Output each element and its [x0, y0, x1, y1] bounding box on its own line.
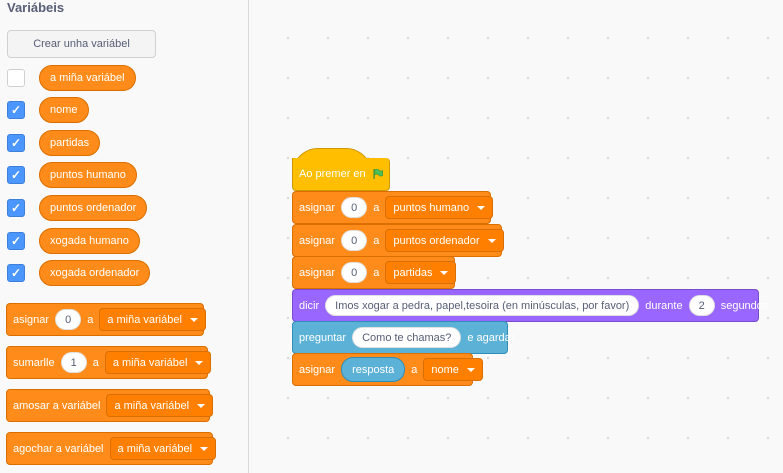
- set-variable-block[interactable]: asignar resposta a nome: [292, 353, 483, 386]
- question-input[interactable]: Como te chamas?: [352, 327, 462, 348]
- palette-hide-variable-block[interactable]: agochar a variábel a miña variábel: [6, 432, 217, 465]
- variable-dropdown[interactable]: a miña variábel: [99, 308, 206, 331]
- caret-down-icon: [200, 446, 209, 451]
- value-input[interactable]: 0: [55, 309, 82, 330]
- set-variable-block[interactable]: asignar 0 a puntos humano: [292, 191, 494, 224]
- dropdown-value: nome: [431, 363, 459, 376]
- green-flag-icon: [373, 168, 383, 179]
- variable-dropdown[interactable]: partidas: [385, 261, 457, 284]
- dropdown-value: puntos ordenador: [393, 234, 480, 247]
- variable-reporter[interactable]: puntos ordenador: [39, 195, 148, 221]
- block-label: a: [87, 313, 94, 326]
- block-label: durante: [645, 299, 683, 312]
- caret-down-icon: [440, 270, 449, 275]
- value-input[interactable]: 0: [341, 230, 368, 251]
- variable-row: ✓ puntos ordenador: [7, 195, 148, 221]
- set-variable-block[interactable]: asignar 0 a puntos ordenador: [292, 224, 504, 257]
- value-input[interactable]: 1: [60, 352, 87, 373]
- block-label: a: [373, 201, 380, 214]
- block-label: amosar a variábel: [13, 399, 101, 412]
- caret-down-icon: [189, 317, 198, 322]
- block-label: segundos: [720, 299, 769, 312]
- dropdown-value: a miña variábel: [107, 313, 182, 326]
- variable-checkbox[interactable]: [7, 69, 25, 87]
- block-label: sumarlle: [13, 356, 55, 369]
- block-label: a: [92, 356, 99, 369]
- ask-and-wait-block[interactable]: preguntar Como te chamas? e agardar: [292, 321, 514, 354]
- category-title: Variábeis: [7, 0, 65, 15]
- variable-reporter[interactable]: xogada humano: [39, 228, 140, 254]
- when-flag-clicked-block[interactable]: Ao premer en: [292, 158, 390, 191]
- variable-dropdown[interactable]: puntos humano: [385, 196, 494, 219]
- variable-row: ✓ nome: [7, 97, 89, 123]
- message-input[interactable]: Imos xogar a pedra, papel,tesoira (en mi…: [325, 295, 640, 316]
- say-for-secs-block[interactable]: dicir Imos xogar a pedra, papel,tesoira …: [292, 289, 768, 322]
- block-label: asignar: [13, 313, 50, 326]
- variable-reporter[interactable]: partidas: [39, 130, 101, 156]
- seconds-input[interactable]: 2: [688, 295, 715, 316]
- variable-checkbox[interactable]: ✓: [7, 166, 25, 184]
- block-label: asignar: [299, 234, 336, 247]
- block-label: agochar a variábel: [13, 442, 104, 455]
- dropdown-value: a miña variábel: [117, 442, 193, 455]
- caret-down-icon: [487, 238, 496, 243]
- variable-dropdown[interactable]: a miña variábel: [109, 437, 217, 460]
- value-input[interactable]: 0: [341, 197, 368, 218]
- palette-show-variable-block[interactable]: amosar a variábel a miña variábel: [6, 389, 214, 422]
- variable-reporter[interactable]: puntos humano: [39, 162, 137, 188]
- block-label: asignar: [299, 363, 336, 376]
- variable-dropdown[interactable]: puntos ordenador: [385, 229, 504, 252]
- block-label: preguntar: [299, 331, 347, 344]
- variable-checkbox[interactable]: ✓: [7, 264, 25, 282]
- block-label: dicir: [299, 299, 320, 312]
- create-variable-button[interactable]: Crear unha variábel: [7, 30, 156, 58]
- variable-checkbox[interactable]: ✓: [7, 101, 25, 119]
- variable-dropdown[interactable]: a miña variábel: [104, 351, 212, 374]
- variable-row: ✓ xogada humano: [7, 228, 140, 254]
- variable-row: a miña variábel: [7, 65, 136, 91]
- caret-down-icon: [195, 360, 204, 365]
- dropdown-value: partidas: [393, 266, 433, 279]
- block-label: asignar: [299, 266, 336, 279]
- block-label: a: [373, 266, 380, 279]
- answer-reporter[interactable]: resposta: [341, 357, 406, 382]
- block-label: a: [411, 363, 418, 376]
- variable-reporter[interactable]: xogada ordenador: [39, 260, 151, 286]
- variable-row: ✓ xogada ordenador: [7, 260, 151, 286]
- variable-dropdown[interactable]: nome: [423, 358, 483, 381]
- set-variable-block[interactable]: asignar 0 a partidas: [292, 256, 457, 289]
- palette-set-variable-block[interactable]: asignar 0 a a miña variábel: [6, 303, 206, 336]
- variable-checkbox[interactable]: ✓: [7, 134, 25, 152]
- caret-down-icon: [477, 205, 486, 210]
- dropdown-value: a miña variábel: [112, 356, 188, 369]
- variable-checkbox[interactable]: ✓: [7, 232, 25, 250]
- palette-change-variable-block[interactable]: sumarlle 1 a a miña variábel: [6, 346, 212, 379]
- variable-row: ✓ partidas: [7, 130, 101, 156]
- variable-checkbox[interactable]: ✓: [7, 199, 25, 217]
- variable-reporter[interactable]: nome: [39, 97, 89, 123]
- variable-row: ✓ puntos humano: [7, 162, 137, 188]
- variable-reporter[interactable]: a miña variábel: [39, 65, 136, 91]
- block-label: Ao premer en: [299, 168, 366, 180]
- script-area[interactable]: [250, 0, 783, 473]
- caret-down-icon: [197, 403, 206, 408]
- variable-dropdown[interactable]: a miña variábel: [106, 394, 214, 417]
- caret-down-icon: [466, 367, 475, 372]
- dropdown-value: puntos humano: [393, 201, 470, 214]
- dropdown-value: a miña variábel: [114, 399, 190, 412]
- block-label: a: [373, 234, 380, 247]
- blocks-palette: Variábeis Crear unha variábel a miña var…: [0, 0, 249, 473]
- block-label: asignar: [299, 201, 336, 214]
- block-label: e agardar: [467, 331, 515, 344]
- value-input[interactable]: 0: [341, 262, 368, 283]
